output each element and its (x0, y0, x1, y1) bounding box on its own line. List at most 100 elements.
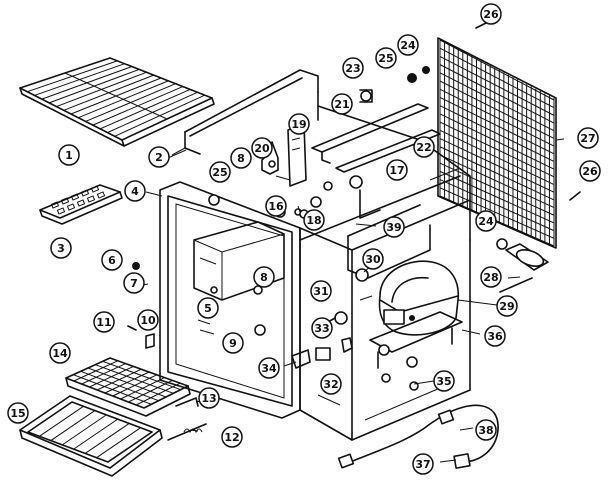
callout-number: 24 (400, 39, 416, 52)
callout-2: 2 (148, 146, 170, 168)
callout-number: 13 (201, 392, 216, 405)
callout-number: 18 (306, 214, 321, 227)
callout-number: 34 (261, 362, 277, 375)
callout-25: 25 (209, 161, 231, 183)
wire-shelf (19, 57, 215, 147)
callout-number: 38 (478, 424, 493, 437)
crisper-tray (65, 357, 191, 417)
callout-number: 21 (334, 98, 349, 111)
callout-11: 11 (93, 311, 115, 333)
callout-number: 19 (291, 118, 306, 131)
callout-25: 25 (375, 47, 397, 69)
callout-10: 10 (137, 309, 159, 331)
callout-8: 8 (230, 147, 252, 169)
callout-number: 9 (229, 337, 237, 350)
callout-26: 26 (579, 160, 601, 182)
condenser-coil (437, 37, 557, 293)
drip-pan (19, 395, 163, 477)
callout-20: 20 (251, 137, 273, 159)
callout-19: 19 (288, 113, 310, 135)
callout-16: 16 (265, 195, 287, 217)
callout-number: 39 (386, 221, 401, 234)
callout-8: 8 (253, 266, 275, 288)
callout-number: 32 (323, 378, 338, 391)
callout-24: 24 (397, 34, 419, 56)
callout-number: 36 (487, 330, 503, 343)
callout-27: 27 (577, 127, 599, 149)
callout-38: 38 (475, 419, 497, 441)
callout-number: 16 (268, 200, 284, 213)
callout-number: 28 (483, 271, 498, 284)
callout-number: 29 (499, 300, 514, 313)
callout-number: 6 (108, 254, 116, 267)
callout-32: 32 (320, 373, 342, 395)
callout-4: 4 (124, 180, 146, 202)
callout-number: 2 (155, 151, 163, 164)
relay-overload-parts (315, 268, 419, 391)
callout-22: 22 (413, 136, 435, 158)
callout-number: 25 (378, 52, 393, 65)
callout-29: 29 (496, 295, 518, 317)
callout-13: 13 (198, 387, 220, 409)
callout-number: 12 (224, 431, 239, 444)
callout-number: 5 (204, 302, 212, 315)
power-cord (337, 404, 499, 469)
callout-number: 27 (580, 132, 595, 145)
callout-number: 31 (313, 285, 328, 298)
callout-number: 24 (478, 215, 494, 228)
callout-number: 17 (389, 164, 404, 177)
callout-number: 14 (52, 347, 68, 360)
callout-30: 30 (362, 248, 384, 270)
callout-number: 35 (436, 375, 451, 388)
callout-35: 35 (433, 370, 455, 392)
callout-number: 3 (57, 242, 65, 255)
hardware-screws (127, 21, 581, 369)
callout-6: 6 (101, 249, 123, 271)
callout-5: 5 (197, 297, 219, 319)
callout-9: 9 (222, 332, 244, 354)
callout-33: 33 (311, 317, 333, 339)
callout-number: 20 (254, 142, 270, 155)
callout-number: 8 (260, 271, 268, 284)
callout-15: 15 (7, 402, 29, 424)
callout-7: 7 (123, 272, 145, 294)
callout-number: 26 (483, 8, 499, 21)
callout-37: 37 (412, 453, 434, 475)
callout-17: 17 (386, 159, 408, 181)
callout-number: 26 (582, 165, 598, 178)
callout-18: 18 (303, 209, 325, 231)
callout-number: 37 (415, 458, 430, 471)
callout-12: 12 (221, 426, 243, 448)
callout-21: 21 (331, 93, 353, 115)
callout-34: 34 (258, 357, 280, 379)
callout-number: 11 (96, 316, 111, 329)
callout-23: 23 (342, 57, 364, 79)
callout-14: 14 (49, 342, 71, 364)
callout-number: 8 (237, 152, 245, 165)
callout-3: 3 (50, 237, 72, 259)
compressor (369, 260, 463, 369)
callout-number: 10 (140, 314, 156, 327)
callout-number: 7 (130, 277, 138, 290)
callout-1: 1 (58, 144, 80, 166)
callout-26: 26 (480, 3, 502, 25)
callout-number: 22 (416, 141, 431, 154)
callout-number: 1 (65, 149, 73, 162)
callout-24: 24 (475, 210, 497, 232)
callout-number: 4 (131, 185, 139, 198)
callout-number: 23 (345, 62, 360, 75)
ice-tray (39, 184, 123, 225)
callout-36: 36 (484, 325, 506, 347)
callout-number: 15 (10, 407, 25, 420)
callout-number: 30 (365, 253, 381, 266)
callout-number: 33 (314, 322, 329, 335)
door-gasket-frame (159, 181, 301, 419)
callout-28: 28 (480, 266, 502, 288)
cabinet-liner-frame (171, 69, 319, 156)
callout-39: 39 (383, 216, 405, 238)
callout-31: 31 (310, 280, 332, 302)
callout-number: 25 (212, 166, 227, 179)
hinge-spring (167, 397, 207, 441)
